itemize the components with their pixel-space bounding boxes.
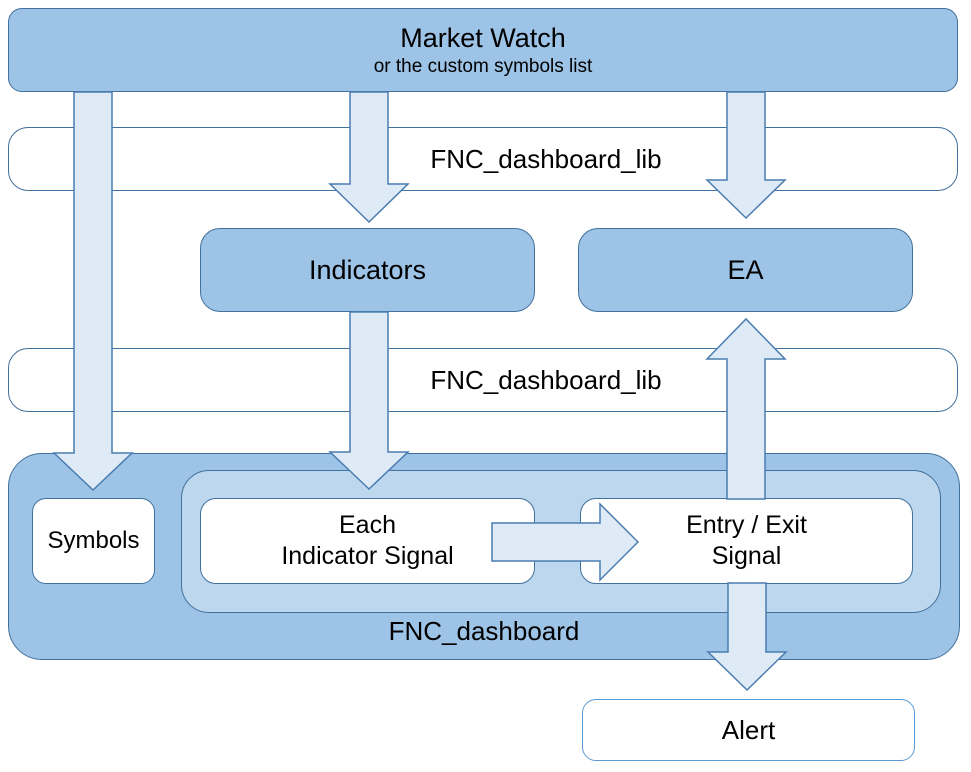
alert-label: Alert — [721, 714, 776, 745]
entry-exit-signal-line1: Entry / Exit — [686, 511, 807, 539]
fnc-dashboard-label: FNC_dashboard — [388, 616, 580, 646]
market-watch-subtitle: or the custom symbols list — [373, 56, 593, 77]
each-indicator-signal-line1: Each — [339, 511, 396, 539]
fnc-dashboard-lib-band-top: FNC_dashboard_lib — [8, 127, 958, 191]
symbols-node: Symbols — [32, 498, 155, 584]
ea-label: EA — [727, 254, 764, 285]
fnc-dashboard-lib-band-bottom-label: FNC_dashboard_lib — [430, 364, 662, 395]
market-watch-node: Market Watch or the custom symbols list — [8, 8, 958, 92]
symbols-label: Symbols — [47, 527, 140, 554]
indicators-label: Indicators — [308, 254, 427, 285]
fnc-dashboard-lib-band-bottom: FNC_dashboard_lib — [8, 348, 958, 412]
each-indicator-signal-node: Each Indicator Signal — [200, 498, 535, 584]
each-indicator-signal-line2: Indicator Signal — [281, 542, 454, 570]
indicators-node: Indicators — [200, 228, 535, 312]
entry-exit-signal-node: Entry / Exit Signal — [580, 498, 913, 584]
ea-node: EA — [578, 228, 913, 312]
alert-node: Alert — [582, 699, 915, 761]
entry-exit-signal-line2: Signal — [711, 542, 782, 570]
fnc-dashboard-lib-band-top-label: FNC_dashboard_lib — [430, 143, 662, 174]
market-watch-title: Market Watch — [400, 23, 566, 53]
